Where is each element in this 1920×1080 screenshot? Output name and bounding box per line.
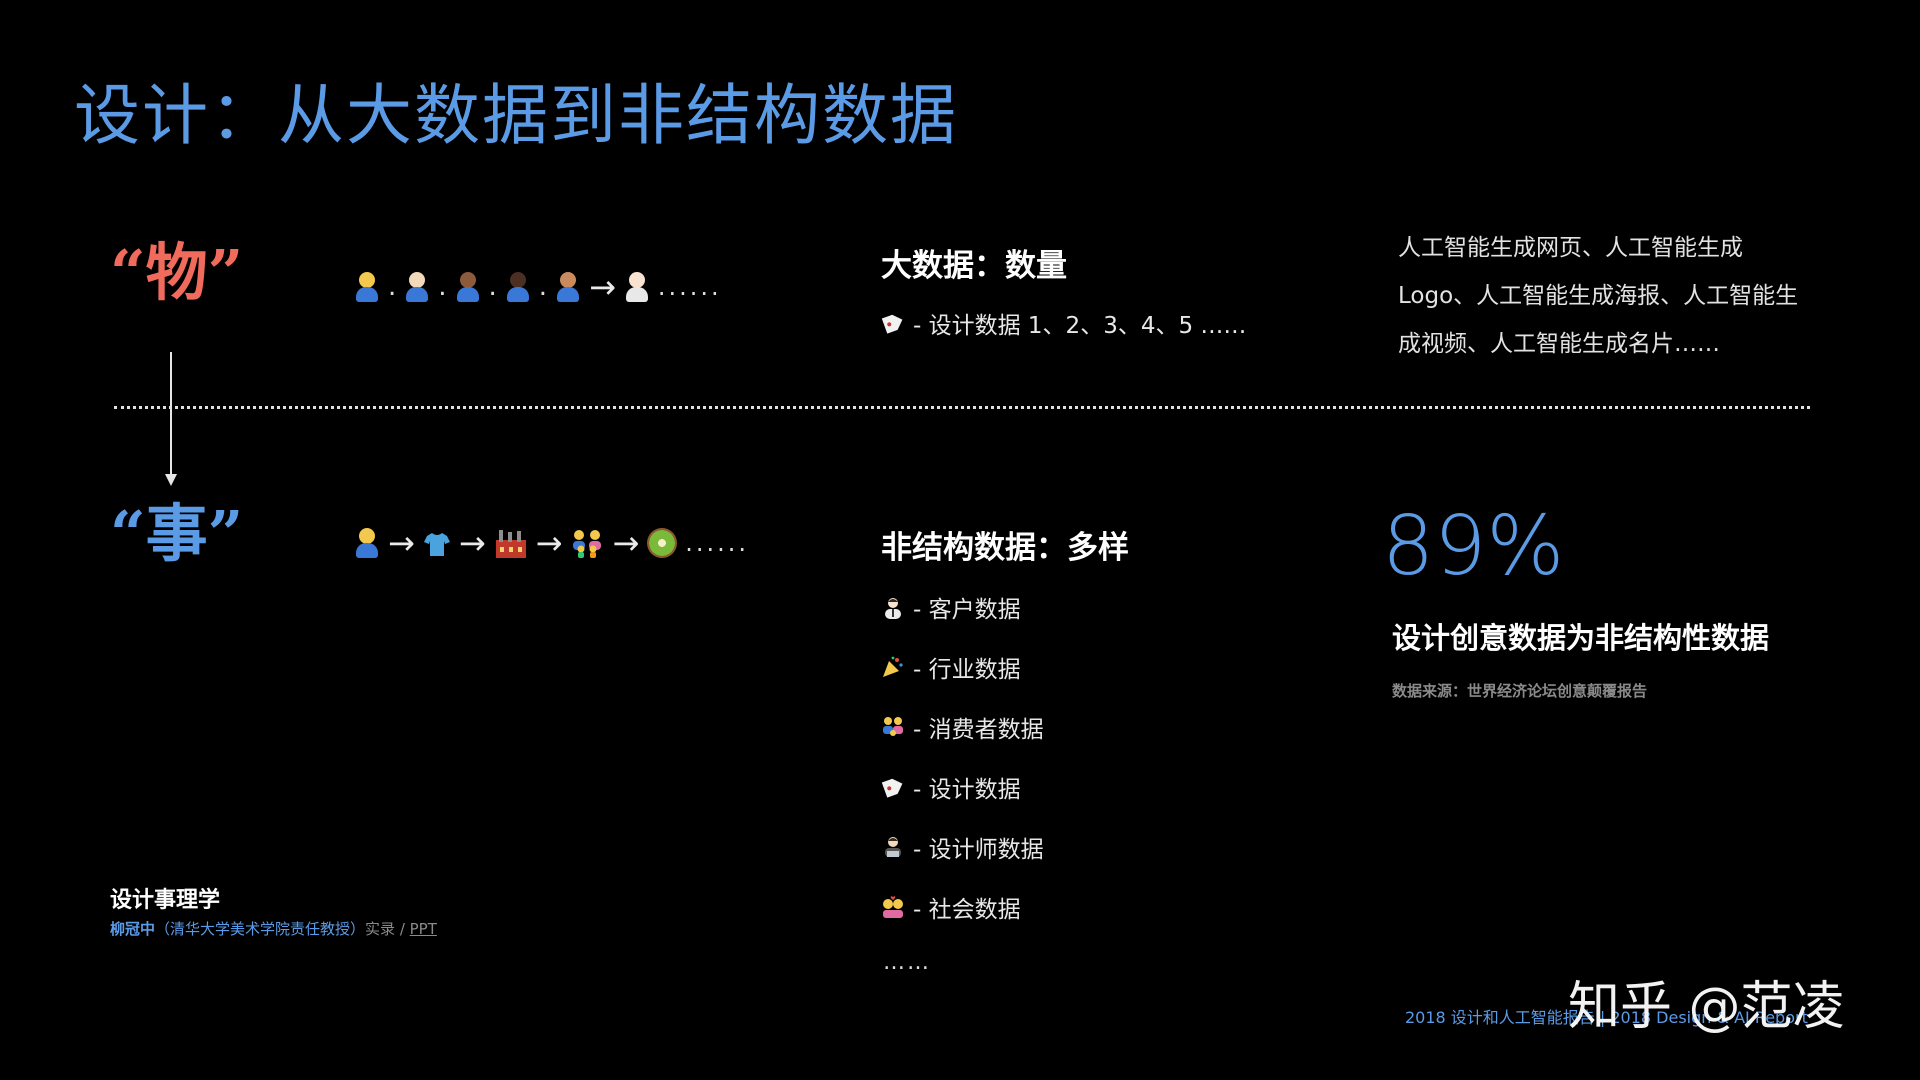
list-item: - 社会数据	[881, 890, 1021, 924]
chain-dot: .	[388, 272, 397, 302]
list-item: - 行业数据	[881, 650, 1021, 684]
family-icon	[881, 715, 905, 739]
chain-dot: .	[488, 272, 497, 302]
person-tipping-hand-icon	[404, 272, 430, 302]
chain-dot: .	[438, 272, 447, 302]
credit-role: （清华大学美术学院责任教授）	[155, 920, 366, 938]
report-footer: 2018 设计和人工智能报告 | 2018 Design & AI Report	[1405, 1008, 1808, 1027]
technologist-icon	[881, 835, 905, 859]
down-arrow-icon	[165, 474, 177, 486]
process-chain: → → → → ......	[354, 524, 749, 562]
percent-stat: 89%	[1382, 499, 1565, 594]
label-wu: “物”	[110, 236, 244, 309]
dotted-divider	[114, 406, 1810, 409]
percent-caption: 设计创意数据为非结构性数据	[1392, 621, 1770, 655]
big-data-item: - 设计数据 1、2、3、4、5 ……	[881, 306, 1246, 340]
chain-ellipsis: ......	[657, 273, 722, 301]
credit-record: 实录	[365, 920, 396, 938]
zhihu-watermark: 知乎 @范凌	[1568, 977, 1845, 1037]
list-item-text: - 客户数据	[913, 597, 1021, 623]
right-arrow-icon: →	[612, 524, 640, 562]
list-item: - 设计师数据	[881, 830, 1044, 864]
right-arrow-icon: →	[458, 524, 486, 562]
people-chain: . . . . → ......	[354, 268, 722, 306]
list-item-text: - 设计数据	[913, 777, 1021, 803]
label-shi: “事”	[110, 497, 244, 570]
list-item-text: - 设计师数据	[913, 837, 1044, 863]
ai-generation-paragraph: 人工智能生成网页、人工智能生成Logo、人工智能生成海报、人工智能生成视频、人工…	[1398, 235, 1799, 357]
person-tipping-hand-icon	[354, 272, 380, 302]
office-worker-icon	[881, 595, 905, 619]
label-tag-icon	[878, 308, 909, 339]
person-tipping-hand-icon	[624, 272, 650, 302]
person-tipping-hand-icon	[505, 272, 531, 302]
family-icon	[570, 528, 604, 558]
list-ellipsis: ……	[883, 950, 931, 975]
down-arrow-line	[170, 352, 172, 478]
credit-name: 柳冠中	[110, 920, 156, 938]
chain-ellipsis: ......	[685, 529, 750, 557]
unstructured-heading: 非结构数据：多样	[881, 530, 1129, 566]
person-tipping-hand-icon	[354, 528, 380, 558]
list-item: - 消费者数据	[881, 710, 1044, 744]
list-item: - 客户数据	[881, 590, 1021, 624]
list-item-text: - 消费者数据	[913, 717, 1044, 743]
person-tipping-hand-icon	[455, 272, 481, 302]
credit-ppt-link[interactable]: PPT	[409, 920, 437, 938]
person-tipping-hand-icon	[555, 272, 581, 302]
page-title: 设计：从大数据到非结构数据	[74, 77, 958, 154]
credit-separator: /	[395, 920, 410, 938]
credit-title: 设计事理学	[110, 888, 221, 913]
big-data-heading: 大数据：数量	[881, 248, 1067, 284]
list-item: - 设计数据	[881, 770, 1021, 804]
kiwi-icon	[647, 528, 678, 558]
couple-kiss-icon	[881, 895, 905, 919]
big-data-item-text: - 设计数据 1、2、3、4、5 ……	[913, 313, 1247, 339]
list-item-text: - 行业数据	[913, 657, 1021, 683]
chain-dot: .	[538, 272, 548, 302]
t-shirt-icon	[423, 530, 451, 556]
right-arrow-icon: →	[388, 524, 415, 562]
factory-icon	[494, 528, 528, 558]
party-popper-icon	[881, 655, 905, 679]
label-tag-icon	[878, 772, 909, 803]
credit-line: 柳冠中（清华大学美术学院责任教授）实录 / PPT	[110, 918, 437, 939]
list-item-text: - 社会数据	[913, 897, 1021, 923]
right-arrow-icon: →	[535, 524, 563, 562]
data-source: 数据来源：世界经济论坛创意颠覆报告	[1392, 682, 1648, 700]
right-arrow-icon: →	[589, 268, 616, 306]
